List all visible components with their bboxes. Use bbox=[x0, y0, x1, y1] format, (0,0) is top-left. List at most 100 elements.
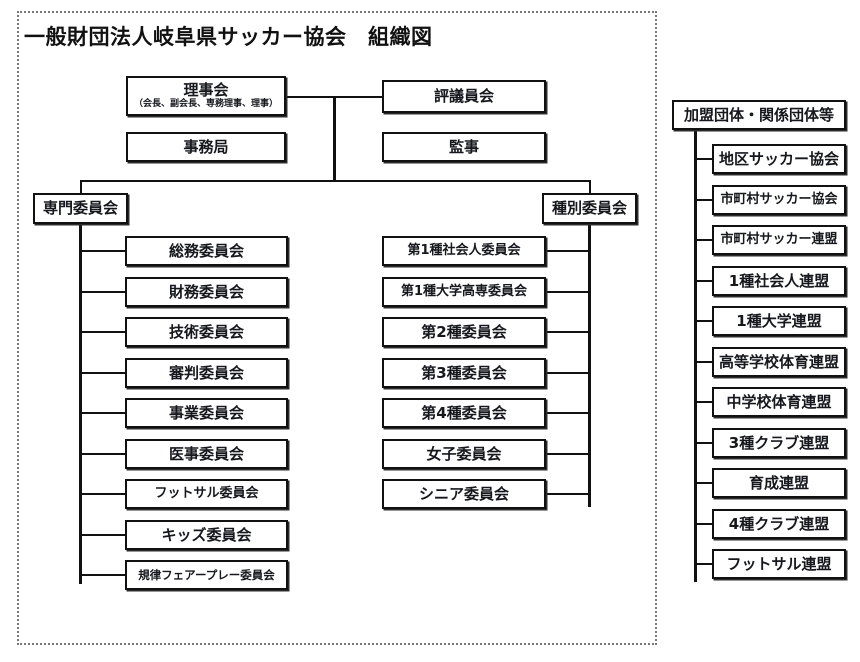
connector-right-item-9 bbox=[694, 523, 712, 525]
node-category-committee-1[interactable]: 第1種大学高専委員会 bbox=[382, 277, 546, 307]
node-affiliated-organization-8[interactable]: 育成連盟 bbox=[712, 468, 846, 498]
node-label: 医事委員会 bbox=[168, 444, 244, 463]
connector-middle-item-0 bbox=[546, 250, 591, 252]
node-label: 規律フェアープレー委員会 bbox=[138, 567, 275, 582]
node-label: 専門委員会 bbox=[42, 199, 118, 218]
connector-main-bus bbox=[80, 180, 591, 182]
node-affiliated-organization-6[interactable]: 中学校体育連盟 bbox=[712, 387, 846, 417]
node-board-of-directors[interactable]: 理事会 （会長、副会長、専務理事、理事） bbox=[126, 76, 286, 116]
connector-middle-item-3 bbox=[546, 372, 591, 374]
node-affiliated-organization-5[interactable]: 高等学校体育連盟 bbox=[712, 347, 846, 377]
node-specialist-committee-7[interactable]: キッズ委員会 bbox=[125, 520, 288, 550]
node-label: 評議員会 bbox=[433, 87, 494, 106]
node-specialist-committees-header[interactable]: 専門委員会 bbox=[33, 193, 128, 224]
node-label: 審判委員会 bbox=[168, 363, 244, 382]
connector-left-item-5 bbox=[79, 453, 125, 455]
connector-right-item-6 bbox=[694, 401, 712, 403]
connector-middle-item-4 bbox=[546, 412, 591, 414]
node-category-committee-3[interactable]: 第3種委員会 bbox=[382, 358, 546, 388]
connector-middle-item-6 bbox=[546, 493, 591, 495]
connector-middle-trunk bbox=[588, 224, 591, 507]
node-sublabel: （会長、副会長、専務理事、理事） bbox=[133, 99, 278, 110]
node-label: 3種クラブ連盟 bbox=[728, 433, 830, 452]
node-secretariat[interactable]: 事務局 bbox=[126, 132, 286, 162]
node-label: 1種社会人連盟 bbox=[728, 271, 830, 290]
node-affiliated-organization-0[interactable]: 地区サッカー協会 bbox=[712, 144, 846, 174]
connector-right-item-0 bbox=[694, 158, 712, 160]
dotted-frame bbox=[17, 11, 657, 645]
connector-left-item-1 bbox=[79, 291, 125, 293]
node-label: 事業委員会 bbox=[168, 403, 244, 422]
node-label: シニア委員会 bbox=[418, 484, 509, 503]
node-label: 市町村サッカー協会 bbox=[720, 191, 838, 207]
connector-left-item-8 bbox=[79, 574, 125, 576]
node-label: 第1種社会人委員会 bbox=[407, 242, 521, 258]
connector-right-item-5 bbox=[694, 361, 712, 363]
node-affiliated-organization-7[interactable]: 3種クラブ連盟 bbox=[712, 428, 846, 458]
connector-right-trunk bbox=[694, 130, 697, 582]
node-label: 女子委員会 bbox=[426, 444, 502, 463]
node-category-committee-0[interactable]: 第1種社会人委員会 bbox=[382, 236, 546, 266]
node-label: 地区サッカー協会 bbox=[718, 149, 839, 168]
connector-left-trunk bbox=[79, 224, 82, 584]
node-affiliated-organization-2[interactable]: 市町村サッカー連盟 bbox=[712, 225, 846, 255]
connector-board-trunk-vertical bbox=[333, 96, 336, 182]
node-category-committee-5[interactable]: 女子委員会 bbox=[382, 439, 546, 469]
node-label: 第1種大学高専委員会 bbox=[400, 283, 528, 299]
node-specialist-committee-3[interactable]: 審判委員会 bbox=[125, 358, 288, 388]
connector-left-item-3 bbox=[79, 372, 125, 374]
node-label: 高等学校体育連盟 bbox=[718, 352, 839, 371]
node-category-committee-6[interactable]: シニア委員会 bbox=[382, 479, 546, 509]
node-label: 種別委員会 bbox=[551, 199, 627, 218]
connector-middle-item-2 bbox=[546, 331, 591, 333]
node-label: 第4種委員会 bbox=[421, 403, 507, 422]
node-label: 4種クラブ連盟 bbox=[728, 514, 830, 533]
node-auditor[interactable]: 監事 bbox=[382, 132, 546, 162]
connector-left-item-0 bbox=[79, 250, 125, 252]
node-councillors[interactable]: 評議員会 bbox=[382, 80, 546, 113]
node-category-committee-2[interactable]: 第2種委員会 bbox=[382, 317, 546, 347]
node-label: 市町村サッカー連盟 bbox=[720, 231, 838, 247]
connector-right-item-8 bbox=[694, 482, 712, 484]
node-label: 加盟団体・関係団体等 bbox=[683, 105, 834, 124]
node-label: 財務委員会 bbox=[168, 282, 244, 301]
node-affiliated-organization-3[interactable]: 1種社会人連盟 bbox=[712, 266, 846, 296]
page-title: 一般財団法人岐阜県サッカー協会 組織図 bbox=[24, 25, 433, 49]
node-specialist-committee-4[interactable]: 事業委員会 bbox=[125, 398, 288, 428]
node-label: 第2種委員会 bbox=[421, 322, 507, 341]
node-category-committees-header[interactable]: 種別委員会 bbox=[542, 193, 637, 224]
node-category-committee-4[interactable]: 第4種委員会 bbox=[382, 398, 546, 428]
connector-left-item-7 bbox=[79, 534, 125, 536]
node-label: 中学校体育連盟 bbox=[726, 392, 832, 411]
connector-right-item-2 bbox=[694, 239, 712, 241]
node-affiliated-organization-9[interactable]: 4種クラブ連盟 bbox=[712, 509, 846, 539]
node-specialist-committee-6[interactable]: フットサル委員会 bbox=[125, 479, 288, 509]
node-label: 事務局 bbox=[183, 137, 229, 156]
node-specialist-committee-0[interactable]: 総務委員会 bbox=[125, 236, 288, 266]
connector-right-item-7 bbox=[694, 442, 712, 444]
node-affiliated-organization-4[interactable]: 1種大学連盟 bbox=[712, 306, 846, 336]
node-label: 第3種委員会 bbox=[421, 363, 507, 382]
node-affiliated-organizations-header[interactable]: 加盟団体・関係団体等 bbox=[672, 100, 846, 130]
node-label: フットサル連盟 bbox=[726, 554, 832, 573]
node-specialist-committee-5[interactable]: 医事委員会 bbox=[125, 439, 288, 469]
node-affiliated-organization-1[interactable]: 市町村サッカー協会 bbox=[712, 185, 846, 215]
connector-left-item-6 bbox=[79, 493, 125, 495]
node-label: 1種大学連盟 bbox=[736, 311, 822, 330]
node-specialist-committee-2[interactable]: 技術委員会 bbox=[125, 317, 288, 347]
connector-right-item-10 bbox=[694, 563, 712, 565]
connector-middle-item-1 bbox=[546, 291, 591, 293]
connector-right-item-1 bbox=[694, 199, 712, 201]
node-label: 監事 bbox=[448, 137, 479, 156]
node-affiliated-organization-10[interactable]: フットサル連盟 bbox=[712, 549, 846, 579]
node-label: 総務委員会 bbox=[168, 241, 244, 260]
node-label: 技術委員会 bbox=[168, 322, 244, 341]
connector-left-item-4 bbox=[79, 412, 125, 414]
node-label: 育成連盟 bbox=[748, 473, 809, 492]
connector-right-item-3 bbox=[694, 280, 712, 282]
node-specialist-committee-1[interactable]: 財務委員会 bbox=[125, 277, 288, 307]
node-specialist-committee-8[interactable]: 規律フェアープレー委員会 bbox=[125, 560, 288, 590]
connector-bus-right-drop bbox=[589, 180, 591, 196]
connector-middle-item-5 bbox=[546, 453, 591, 455]
